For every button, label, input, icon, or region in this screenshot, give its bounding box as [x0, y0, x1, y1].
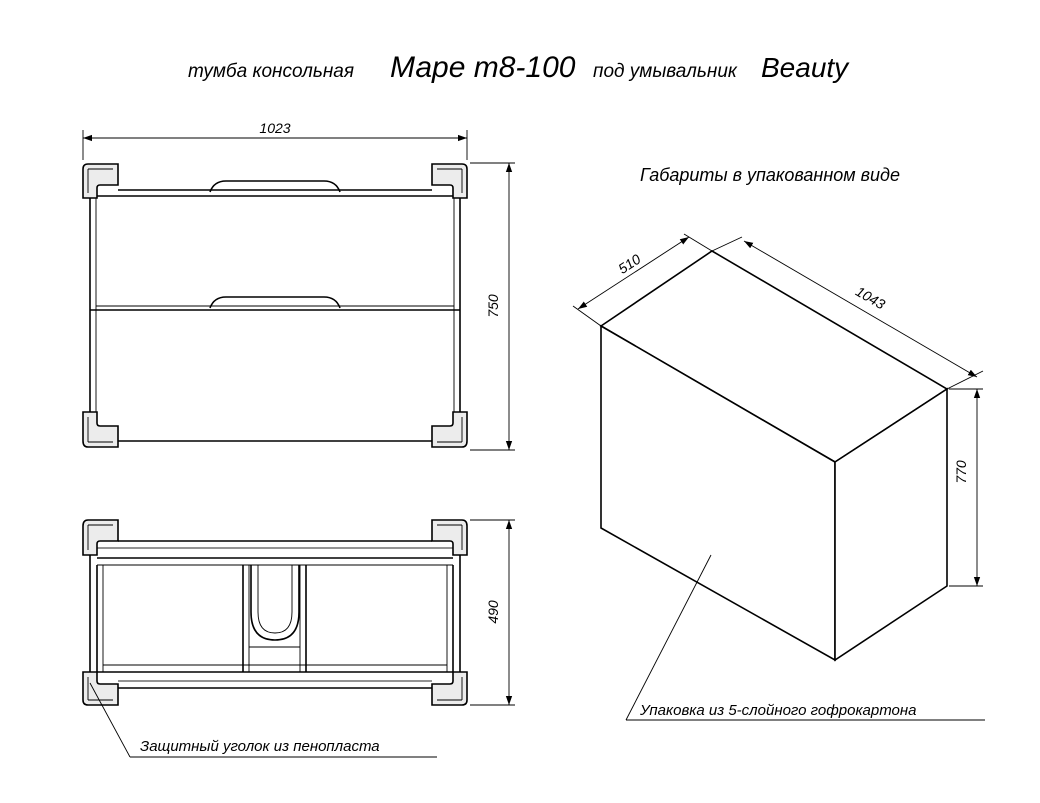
- front-height-dimension: 750: [470, 162, 515, 451]
- top-depth-dimension: 490: [470, 519, 515, 706]
- title-part-1: тумба консольная: [188, 61, 354, 82]
- top-corner-protector-bottom-right: [431, 671, 468, 706]
- drawing-title: тумба консольная Маре т8-100 под умываль…: [188, 51, 850, 84]
- front-corner-protector-top-right: [431, 163, 468, 199]
- package-height-label: 770: [953, 460, 969, 484]
- package-callout: Упаковка из 5-слойного гофрокартона: [625, 554, 985, 721]
- corner-protector-callout: Защитный уголок из пенопласта: [89, 682, 437, 758]
- top-cabinet-outline: [89, 540, 461, 689]
- title-product-name: Beauty: [761, 52, 850, 83]
- package-depth-label: 510: [615, 251, 643, 277]
- top-corner-protector-top-left: [82, 519, 119, 556]
- corner-protector-callout-label: Защитный уголок из пенопласта: [140, 738, 380, 755]
- front-corner-protector-bottom-left: [82, 411, 119, 448]
- top-siphon-cutout: [242, 565, 307, 672]
- front-corner-protector-top-left: [82, 163, 119, 199]
- title-part-3: под умывальник: [593, 61, 738, 82]
- package-callout-label: Упаковка из 5-слойного гофрокартона: [639, 702, 916, 719]
- package-heading: Габариты в упакованном виде: [640, 165, 900, 185]
- top-corner-protector-top-right: [431, 519, 468, 556]
- front-width-dimension: 1023: [82, 120, 468, 160]
- front-corner-protector-bottom-right: [431, 411, 468, 448]
- package-height-dimension: 770: [949, 388, 983, 587]
- top-depth-label: 490: [485, 600, 501, 624]
- front-bottom-drawer-handle: [209, 296, 341, 309]
- front-width-label: 1023: [259, 120, 290, 136]
- top-view: 490: [82, 519, 515, 758]
- top-corner-protector-bottom-left: [82, 671, 119, 706]
- package-box: [599, 250, 949, 662]
- front-cabinet-body: [89, 189, 461, 442]
- front-height-label: 750: [485, 294, 501, 318]
- front-view: 1023 750: [82, 120, 515, 451]
- title-model-name: Маре т8-100: [390, 51, 576, 84]
- front-top-drawer-handle: [209, 180, 341, 193]
- package-view: Габариты в упакованном виде 510 1043 770: [572, 165, 985, 721]
